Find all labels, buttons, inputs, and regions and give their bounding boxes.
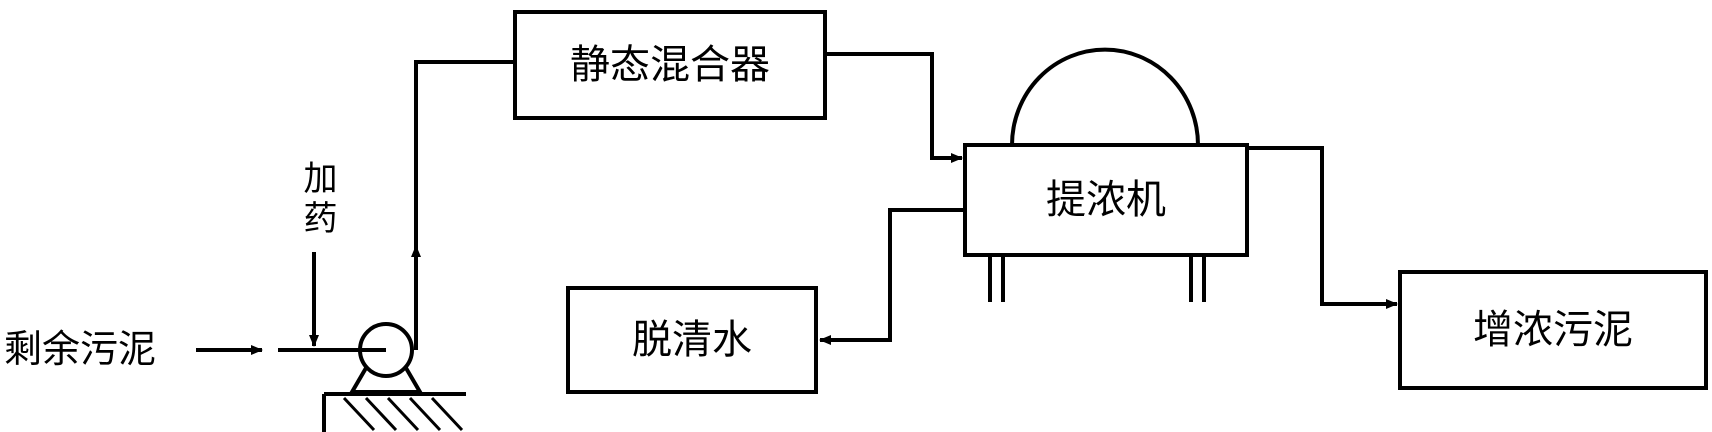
mixer-box bbox=[513, 10, 827, 120]
dosing-label: 加药 bbox=[297, 160, 337, 240]
thickener-to-sludge-line bbox=[1247, 146, 1398, 309]
pump-to-mixer-line bbox=[414, 60, 515, 350]
clear-water-box bbox=[566, 286, 818, 394]
thickened-sludge-label: 增浓污泥 bbox=[1473, 307, 1633, 353]
thickener-dome bbox=[1010, 47, 1200, 146]
mixer-label: 静态混合器 bbox=[570, 42, 770, 88]
thickener-box bbox=[963, 143, 1249, 257]
clear-water-label: 脱清水 bbox=[632, 317, 752, 363]
mixer-to-thickener-line bbox=[825, 52, 963, 163]
pump bbox=[322, 322, 466, 432]
thickened-sludge-box bbox=[1398, 270, 1708, 390]
ground-hatch bbox=[342, 396, 464, 432]
thickener-to-clear-water-line bbox=[819, 208, 965, 345]
thickener-legs bbox=[988, 255, 1206, 302]
residual-sludge-label: 剩余污泥 bbox=[4, 327, 157, 371]
thickener-label: 提浓机 bbox=[1046, 177, 1166, 223]
